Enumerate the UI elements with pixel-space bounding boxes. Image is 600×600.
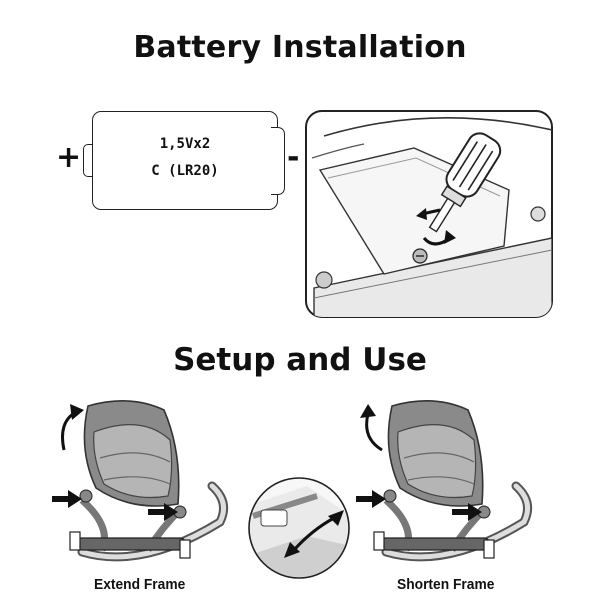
double-arrow-icon [284, 510, 344, 558]
frame-detail-circle [248, 477, 350, 579]
battery-type-label: C (LR20) [151, 163, 219, 179]
extend-frame-caption: Extend Frame [94, 576, 186, 593]
rotate-arrow-icon [416, 208, 456, 246]
push-arrow-icon [452, 503, 482, 521]
negative-terminal-symbol: - [287, 140, 300, 175]
battery-installation-title: Battery Installation [133, 30, 467, 65]
positive-terminal-symbol: + [56, 140, 82, 175]
rotate-arrow-icon [61, 404, 84, 451]
rocker-shorten-illustration [373, 400, 533, 562]
battery-positive-nub [83, 144, 94, 177]
rotate-arrow-icon [360, 404, 383, 452]
push-arrow-icon [148, 503, 178, 521]
setup-and-use-title: Setup and Use [173, 342, 427, 378]
screwdriver-icon [428, 132, 502, 233]
battery-negative-cap [271, 127, 285, 195]
battery-icon [92, 111, 278, 210]
shorten-frame-caption: Shorten Frame [397, 576, 495, 593]
push-arrow-icon [52, 490, 82, 508]
push-arrow-icon [356, 490, 386, 508]
battery-voltage-label: 1,5Vx2 [159, 136, 211, 152]
rocker-extend-illustration [69, 400, 229, 562]
